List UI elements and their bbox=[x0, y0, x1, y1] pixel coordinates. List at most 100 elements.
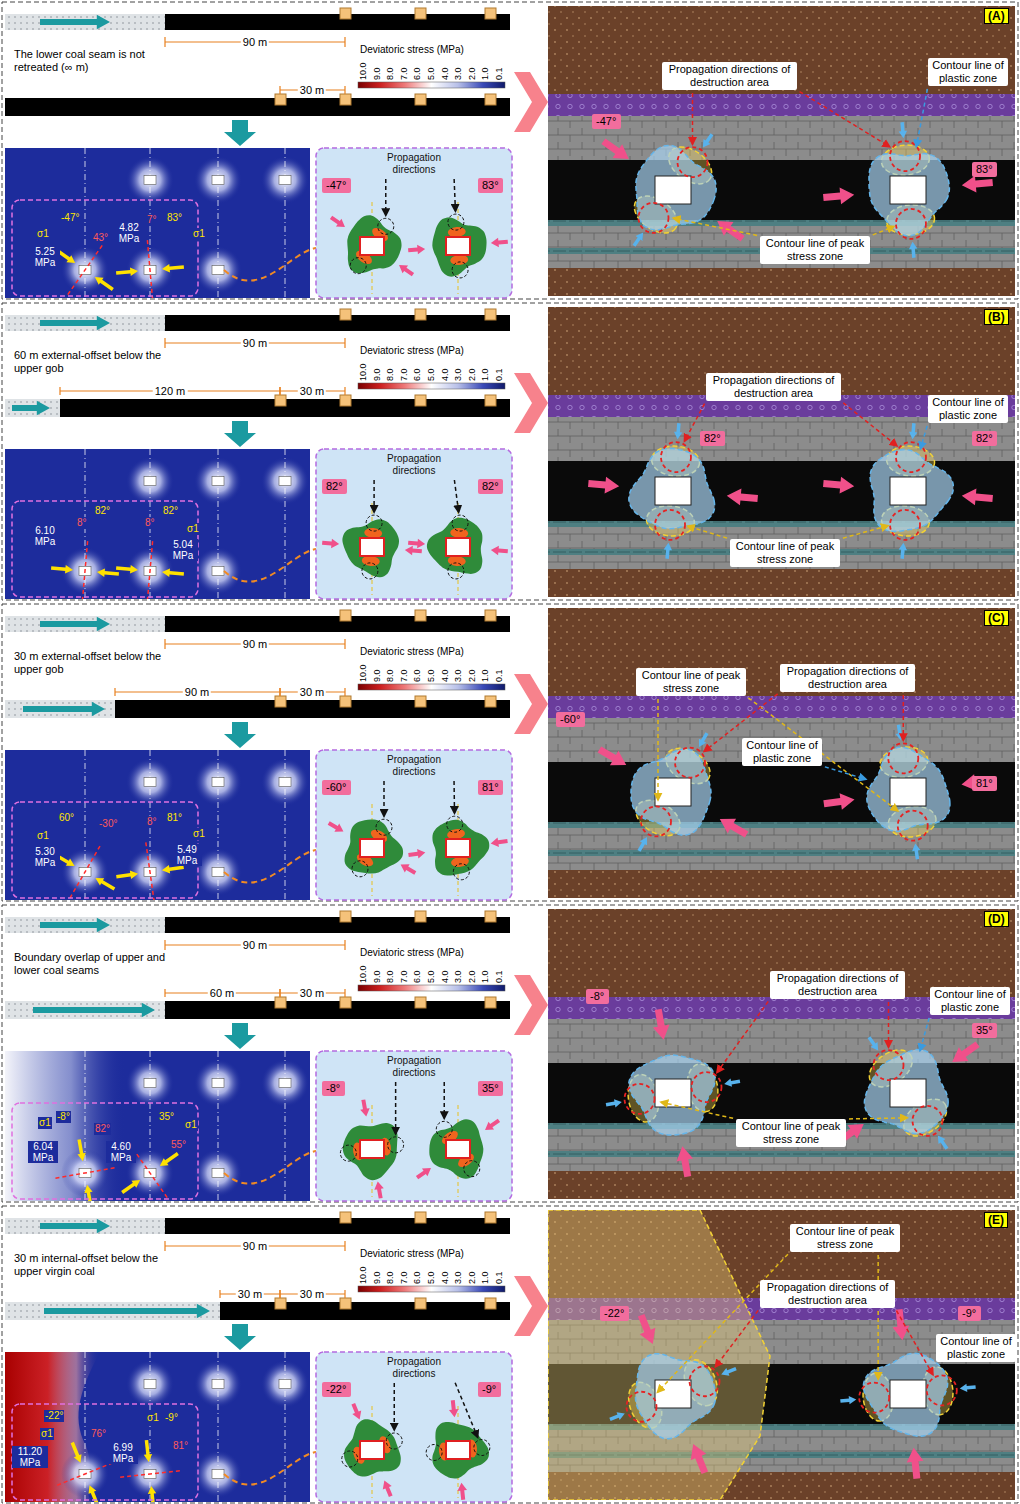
plastic-zone bbox=[429, 1119, 483, 1179]
stress-arrow bbox=[823, 477, 854, 494]
scale-value: 1.0 bbox=[480, 368, 491, 381]
roadway-symbol bbox=[275, 94, 286, 105]
dimension-label: 30 m bbox=[236, 1288, 264, 1300]
scale-value: 7.0 bbox=[399, 1271, 410, 1284]
scale-value: 1.0 bbox=[480, 970, 491, 983]
callout-text: Contour line of plastic zone bbox=[742, 738, 822, 766]
stress-value: 5.30 MPa bbox=[30, 846, 60, 868]
stress-arrow bbox=[491, 546, 508, 556]
stress-arrow bbox=[95, 878, 115, 891]
tag-text: (A) bbox=[988, 9, 1005, 23]
tag-text: (C) bbox=[988, 611, 1005, 625]
stress-arrow bbox=[408, 849, 425, 859]
stress-arrow bbox=[720, 819, 749, 838]
panel-figure bbox=[2, 1206, 1018, 1504]
center-line bbox=[150, 1352, 151, 1502]
dimension-label: 90 m bbox=[241, 1240, 269, 1252]
roadway-symbol bbox=[340, 610, 351, 621]
propagation-circle bbox=[376, 819, 392, 835]
scale-value: 4.0 bbox=[440, 1271, 451, 1284]
propagation-circle bbox=[340, 1145, 356, 1161]
roadway bbox=[144, 176, 156, 185]
roadway-symbol bbox=[415, 610, 426, 621]
angle-label: 43° bbox=[92, 232, 109, 244]
roadway bbox=[212, 778, 224, 787]
roadway bbox=[144, 778, 156, 787]
stress-arrow bbox=[44, 1304, 210, 1318]
roadway bbox=[655, 176, 691, 204]
roadway-symbol bbox=[485, 309, 496, 320]
stress-arrow bbox=[840, 1396, 856, 1404]
angle-label: σ1 bbox=[184, 1119, 198, 1131]
plastic-zone bbox=[629, 1055, 715, 1135]
propagation-circle bbox=[888, 743, 918, 773]
propagation-circle bbox=[913, 1106, 943, 1136]
dimension-line bbox=[165, 1241, 345, 1251]
failure-direction bbox=[146, 842, 154, 900]
leader-line bbox=[888, 1002, 890, 1047]
rock-layer bbox=[548, 268, 1015, 296]
scale-value: 0.1 bbox=[494, 368, 505, 381]
dimension-label: 30 m bbox=[298, 1288, 326, 1300]
coal-seam bbox=[165, 14, 510, 30]
stress-arrow bbox=[677, 1146, 694, 1177]
angle-tag: -9° bbox=[478, 1382, 501, 1397]
roadway bbox=[360, 1441, 384, 1459]
roadway-symbol bbox=[485, 94, 496, 105]
plastic-zone bbox=[636, 145, 716, 230]
leader-line bbox=[661, 1102, 733, 1118]
stress-arrow bbox=[664, 543, 672, 559]
zoom-frame bbox=[316, 750, 512, 900]
rock-layer bbox=[548, 608, 1015, 696]
focus-frame bbox=[12, 501, 198, 597]
scale-value: 9.0 bbox=[372, 970, 383, 983]
zoom-frame bbox=[316, 1352, 512, 1502]
scale-value: 5.0 bbox=[426, 67, 437, 80]
angle-tag: 81° bbox=[478, 780, 503, 795]
angle-tag: 81° bbox=[972, 776, 997, 791]
coal-seam bbox=[220, 1302, 510, 1320]
angle-tag: 83° bbox=[478, 178, 503, 193]
panel-letter: (B) bbox=[984, 309, 1009, 325]
failure-direction bbox=[120, 1471, 180, 1477]
roadway bbox=[212, 1470, 224, 1479]
roadway-symbol bbox=[340, 395, 351, 406]
dimension-label: 60 m bbox=[208, 987, 236, 999]
stress-arrow bbox=[33, 1003, 155, 1017]
roadway-symbol bbox=[275, 997, 286, 1008]
stress-arrow bbox=[40, 15, 110, 29]
roadway-symbol bbox=[340, 94, 351, 105]
stress-arrow bbox=[909, 423, 917, 439]
leader-line bbox=[873, 227, 894, 235]
stress-arrow bbox=[691, 1444, 708, 1474]
panel-frame bbox=[2, 1206, 1018, 1503]
stress-arrow bbox=[491, 238, 508, 248]
leader-line bbox=[825, 767, 866, 779]
rock-layer bbox=[548, 1151, 1015, 1157]
panel-figure bbox=[2, 905, 1018, 1207]
propagation-circle bbox=[890, 141, 920, 171]
angle-tag: -9° bbox=[958, 1306, 981, 1321]
center-line bbox=[218, 449, 219, 599]
strata-section bbox=[548, 1210, 1015, 1500]
stress-arrow bbox=[868, 1036, 879, 1050]
roadway-symbol bbox=[340, 696, 351, 707]
angle-label: 82° bbox=[94, 505, 111, 517]
gob-area bbox=[5, 14, 165, 30]
center-line bbox=[218, 1352, 219, 1502]
stress-arrow bbox=[912, 843, 920, 859]
propagation-circle bbox=[388, 1137, 404, 1153]
dimension-label: 90 m bbox=[241, 337, 269, 349]
scale-value: 8.0 bbox=[385, 669, 396, 682]
propagation-circle bbox=[447, 816, 463, 832]
stress-arrow bbox=[609, 1412, 624, 1421]
leader-line bbox=[843, 526, 888, 539]
roadway-symbol bbox=[485, 696, 496, 707]
tag-text: 82° bbox=[326, 480, 343, 493]
angle-label: 81° bbox=[172, 1440, 189, 1452]
center-line bbox=[218, 750, 219, 900]
propagation-circle bbox=[641, 806, 671, 836]
dimension-line bbox=[165, 338, 345, 348]
stress-arrow bbox=[12, 401, 50, 415]
